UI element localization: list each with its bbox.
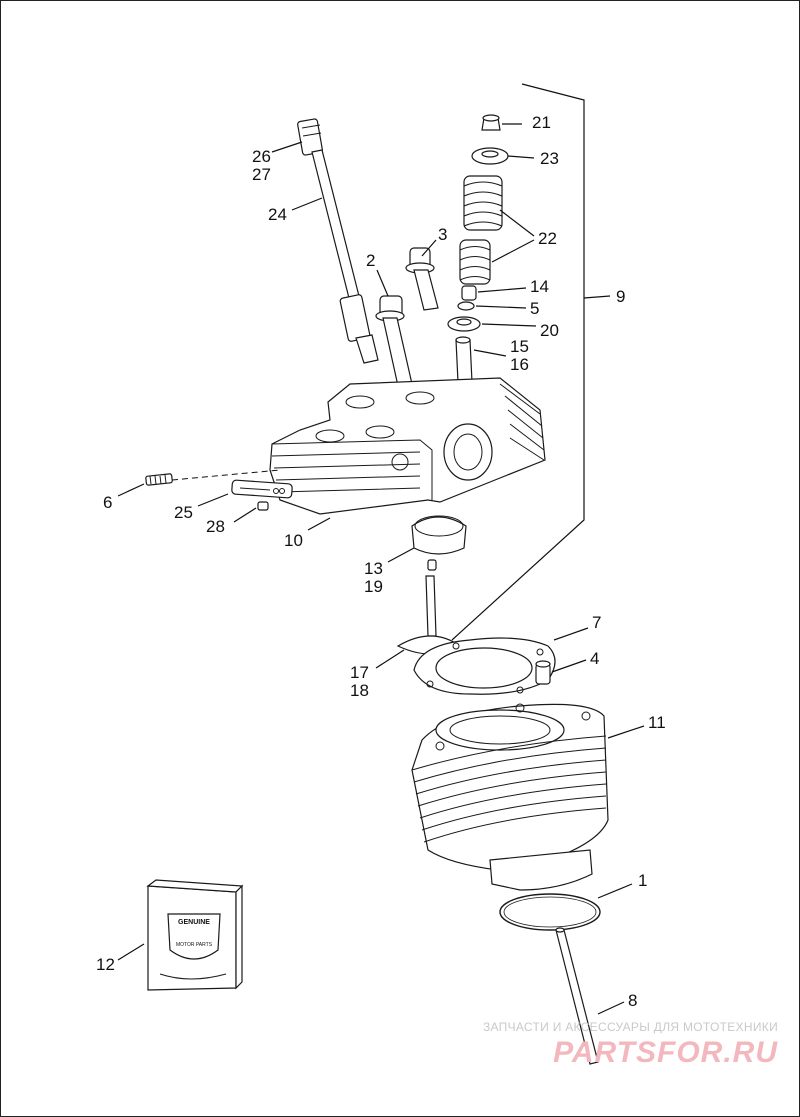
callout-23: 23 bbox=[540, 149, 559, 168]
valve-spring-outer-22 bbox=[463, 175, 503, 231]
leader-lines bbox=[117, 123, 645, 1015]
callout-26: 26 bbox=[252, 147, 271, 166]
alignment-line bbox=[171, 469, 281, 481]
callout-15: 15 bbox=[510, 337, 529, 356]
callout-6: 6 bbox=[103, 493, 112, 512]
watermark: ЗАПЧАСТИ И АКСЕССУАРЫ ДЛЯ МОТОТЕХНИКИ PA… bbox=[478, 1020, 790, 1080]
watermark-brand: PARTSFOR.RU bbox=[553, 1036, 778, 1069]
valve-seat-13 bbox=[411, 515, 467, 555]
callout-17: 17 bbox=[350, 663, 369, 682]
callout-19: 19 bbox=[364, 577, 383, 596]
callout-14: 14 bbox=[530, 277, 549, 296]
valve-seal-14 bbox=[461, 285, 477, 301]
callout-2: 2 bbox=[366, 251, 375, 270]
bracket-9 bbox=[451, 83, 611, 641]
stud-8 bbox=[555, 927, 599, 1065]
pushrod-3 bbox=[405, 247, 439, 311]
callout-25: 25 bbox=[174, 503, 193, 522]
callout-7: 7 bbox=[592, 613, 601, 632]
valve-keeper-21 bbox=[481, 114, 501, 131]
callout-4: 4 bbox=[590, 649, 599, 668]
callout-16: 16 bbox=[510, 355, 529, 374]
callout-22: 22 bbox=[538, 229, 557, 248]
parts-box-12: GENUINE MOTOR PARTS bbox=[146, 879, 244, 991]
callout-18: 18 bbox=[350, 681, 369, 700]
head-gasket-7 bbox=[413, 637, 556, 695]
callout-3: 3 bbox=[438, 225, 447, 244]
callout-13: 13 bbox=[364, 559, 383, 578]
callout-10: 10 bbox=[284, 531, 303, 550]
callout-8: 8 bbox=[628, 991, 637, 1010]
o-ring-5 bbox=[457, 301, 475, 311]
stud-6 bbox=[145, 473, 173, 486]
callout-labels: 1 2 3 4 5 6 7 8 9 10 11 12 13 14 15 16 1… bbox=[96, 113, 666, 1010]
callout-24: 24 bbox=[268, 205, 287, 224]
callout-21: 21 bbox=[532, 113, 551, 132]
cylinder-head-10 bbox=[269, 377, 546, 515]
pushrod-tube-assembly bbox=[297, 118, 379, 364]
valve-guide-15 bbox=[455, 336, 473, 383]
box-logo-line2: MOTOR PARTS bbox=[176, 942, 213, 948]
callout-28: 28 bbox=[206, 517, 225, 536]
callout-11: 11 bbox=[648, 713, 666, 732]
screw-28 bbox=[257, 501, 269, 511]
box-logo-line1: GENUINE bbox=[178, 919, 210, 926]
nameplate-25 bbox=[231, 479, 293, 499]
o-ring-1 bbox=[499, 893, 601, 931]
callout-9: 9 bbox=[616, 287, 625, 306]
valve-spring-inner-22 bbox=[459, 239, 491, 285]
callout-27: 27 bbox=[252, 165, 271, 184]
spring-seat-20 bbox=[447, 316, 481, 332]
cylinder-11 bbox=[411, 703, 609, 891]
valve-17 bbox=[396, 559, 462, 655]
pushrod-2 bbox=[375, 295, 413, 387]
callout-12: 12 bbox=[96, 955, 115, 974]
callout-1: 1 bbox=[638, 871, 647, 890]
callout-20: 20 bbox=[540, 321, 559, 340]
callout-5: 5 bbox=[530, 299, 539, 318]
spring-retainer-23 bbox=[471, 147, 509, 165]
watermark-subtitle: ЗАПЧАСТИ И АКСЕССУАРЫ ДЛЯ МОТОТЕХНИКИ bbox=[482, 1020, 778, 1034]
dowel-4 bbox=[535, 660, 551, 685]
